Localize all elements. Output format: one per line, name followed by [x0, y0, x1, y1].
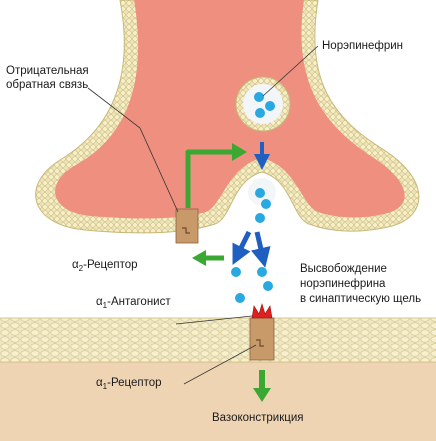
- alpha1-antagonist: [251, 302, 273, 319]
- label-release-2: норэпинефрина: [300, 278, 386, 290]
- diffusion-arrow: [232, 230, 252, 265]
- presynaptic-terminal: [55, 0, 405, 219]
- neurotransmitter-molecule: [263, 281, 273, 291]
- neurotransmitter-molecule: [255, 188, 265, 198]
- leader-line: [175, 315, 253, 325]
- label-negative-feedback-1: Отрицательная: [6, 65, 89, 77]
- label-negative-feedback-2: обратная связь: [6, 79, 88, 91]
- neurotransmitter-molecule: [265, 101, 275, 111]
- label-vasoconstriction: Вазоконстрикция: [212, 412, 304, 424]
- leader-line: [262, 45, 319, 97]
- vasoconstriction-arrow: [253, 370, 271, 402]
- neurotransmitter-molecule: [261, 199, 271, 209]
- leader-line: [87, 87, 179, 213]
- neurotransmitter-molecule: [255, 213, 265, 223]
- postsynaptic-membrane: [0, 318, 436, 362]
- label-alpha2-receptor: α2-Рецептор: [72, 259, 138, 273]
- neurotransmitter-molecule: [231, 267, 241, 277]
- leader-line: [183, 344, 257, 385]
- neurotransmitter-molecule: [255, 108, 265, 118]
- label-alpha1-antagonist: α1-Антагонист: [96, 296, 171, 310]
- label-alpha1-receptor: α1-Рецептор: [96, 377, 162, 391]
- alpha2-binding-arrow: [192, 250, 224, 266]
- diffusion-arrow: [251, 231, 271, 268]
- negative-feedback-arrow: [185, 143, 247, 208]
- neurotransmitter-molecule: [257, 267, 267, 277]
- alpha2-receptor: [175, 208, 199, 244]
- alpha1-receptor: [249, 317, 275, 361]
- label-norepinephrine: Норэпинефрин: [322, 40, 403, 52]
- label-release-3: в синаптическую щель: [300, 293, 421, 305]
- label-release-1: Высвобождение: [300, 263, 387, 275]
- neurotransmitter-molecule: [254, 92, 264, 102]
- neurotransmitter-molecule: [235, 293, 245, 303]
